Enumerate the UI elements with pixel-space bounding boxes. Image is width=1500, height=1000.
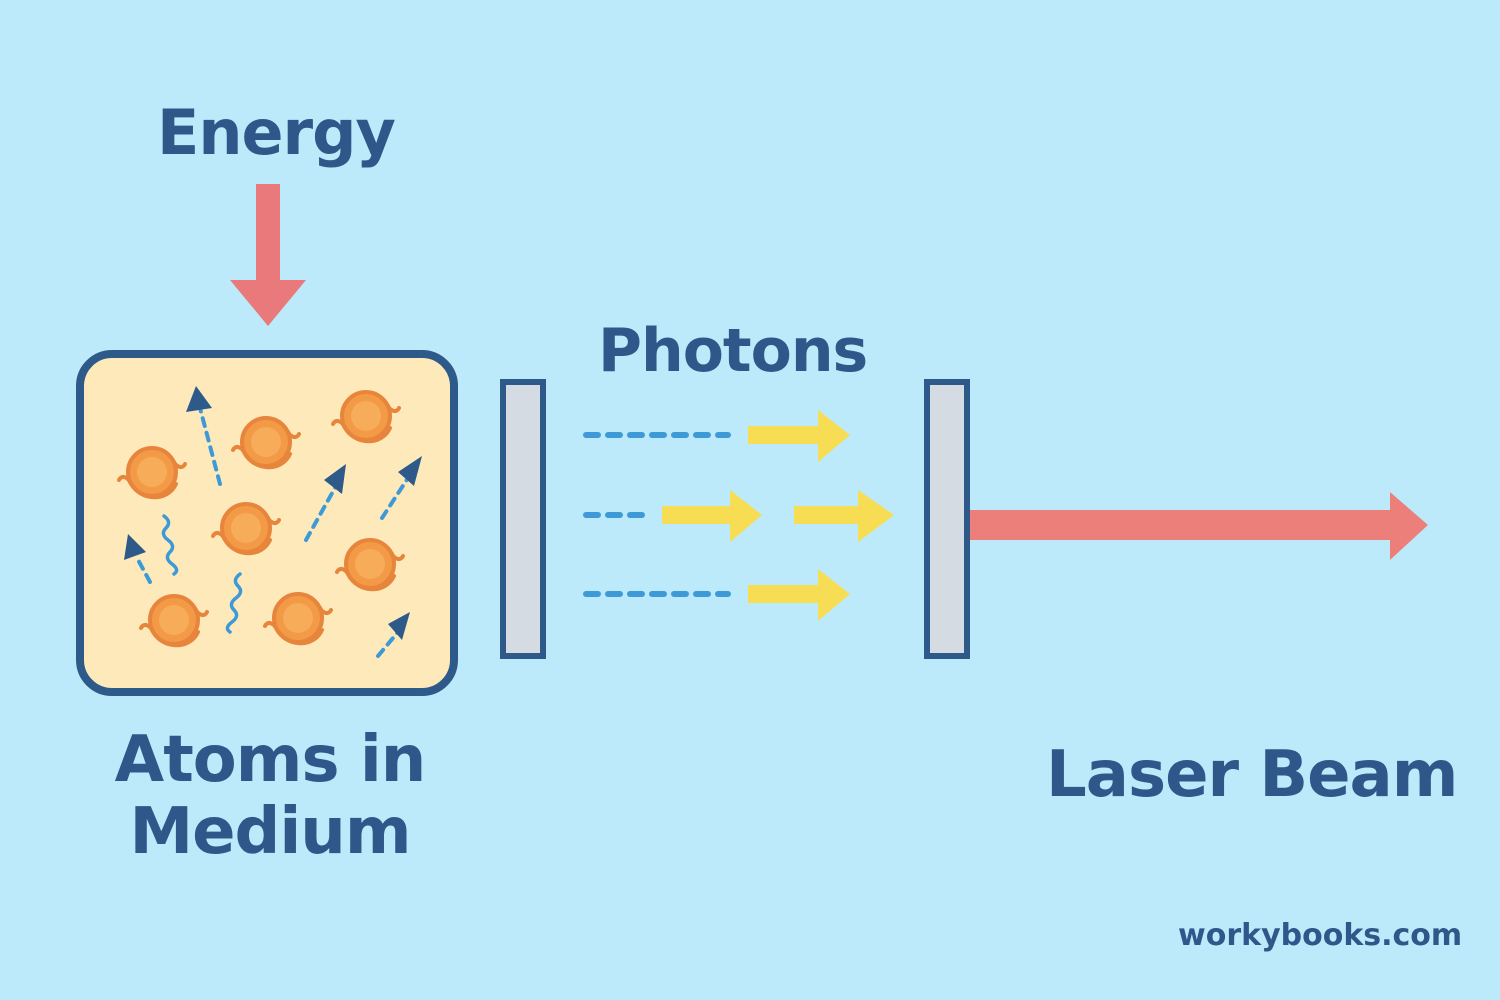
photons-label: Photons xyxy=(598,316,868,386)
energy-label: Energy xyxy=(157,96,396,169)
atoms-label-line-2: Medium xyxy=(129,795,411,869)
atoms-in-medium-label: Atoms in Medium xyxy=(110,724,430,868)
right-mirror xyxy=(924,379,970,659)
left-mirror xyxy=(500,379,546,659)
photon-arrow-icon xyxy=(748,410,850,462)
wave-lines xyxy=(161,514,243,634)
photon-arrows xyxy=(662,410,894,621)
energy-arrow xyxy=(230,184,306,326)
emission-arrowheads xyxy=(124,386,422,640)
watermark: workybooks.com xyxy=(1178,918,1463,953)
laser-beam-arrow xyxy=(970,492,1428,560)
emission-arrows xyxy=(134,406,410,658)
atoms-label-line-1: Atoms in xyxy=(114,723,427,797)
photon-arrow-icon xyxy=(662,490,762,542)
photon-trails xyxy=(583,432,731,597)
photon-arrow-icon xyxy=(748,569,850,621)
laser-beam-label: Laser Beam xyxy=(1046,738,1458,812)
photon-arrow-icon xyxy=(794,490,894,542)
